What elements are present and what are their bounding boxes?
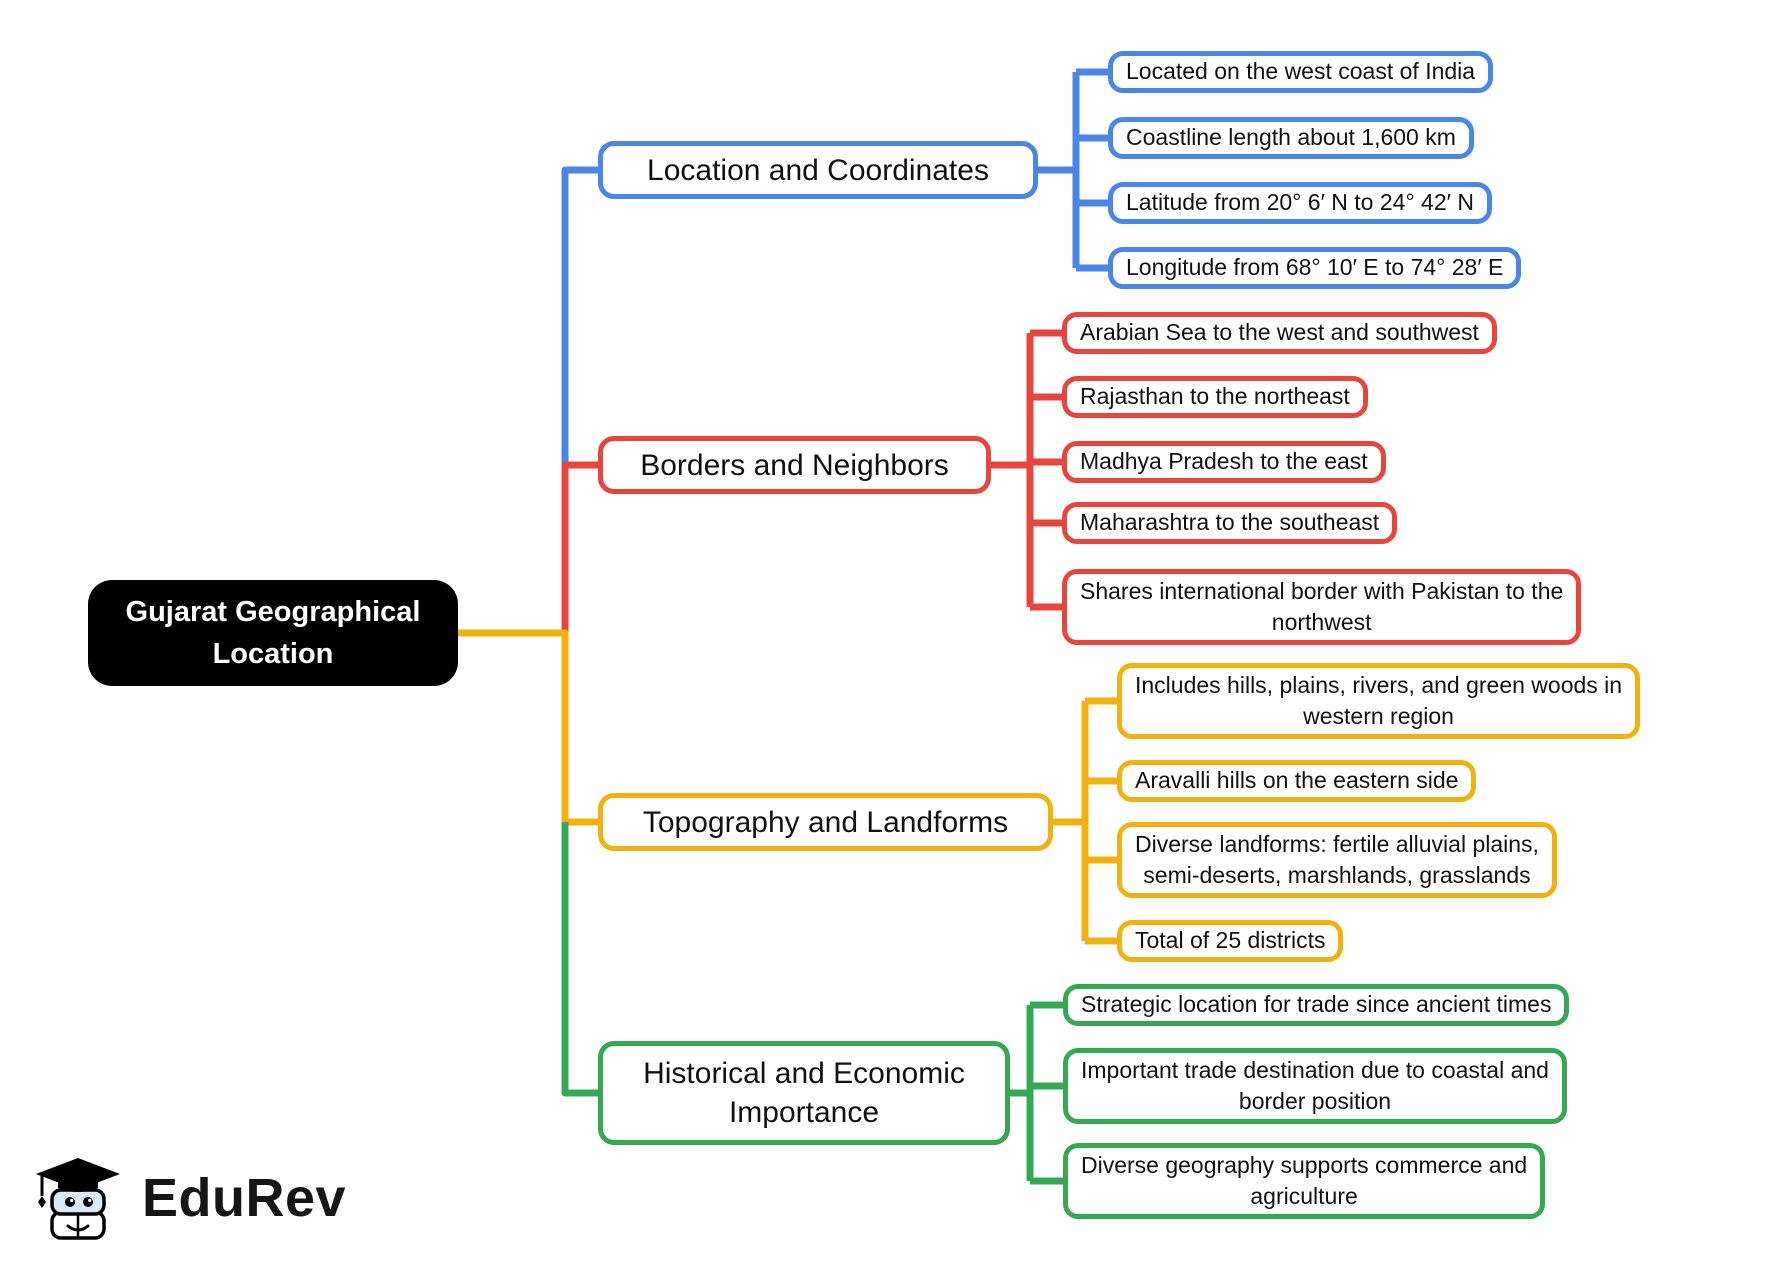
leaf-node: Aravalli hills on the eastern side [1117, 760, 1477, 802]
leaf-node: Includes hills, plains, rivers, and gree… [1117, 663, 1641, 739]
edurev-logo: EduRev [30, 1150, 346, 1246]
leaf-node: Arabian Sea to the west and southwest [1062, 312, 1497, 354]
leaf-node: Total of 25 districts [1117, 920, 1344, 962]
leaf-node: Maharashtra to the southeast [1062, 502, 1398, 544]
branch-node-borders: Borders and Neighbors [598, 436, 991, 494]
leaf-node: Strategic location for trade since ancie… [1063, 984, 1570, 1026]
leaf-node: Diverse landforms: fertile alluvial plai… [1117, 822, 1557, 898]
leaf-node: Located on the west coast of India [1108, 51, 1494, 93]
connector-branch-historical [561, 822, 1065, 1185]
leaf-node: Important trade destination due to coast… [1063, 1048, 1567, 1124]
branch-node-historical: Historical and Economic Importance [598, 1041, 1010, 1145]
leaf-node: Coastline length about 1,600 km [1108, 117, 1474, 159]
connector-branch-location [561, 68, 1110, 464]
leaf-node: Latitude from 20° 6′ N to 24° 42′ N [1108, 182, 1492, 224]
connector-branch-borders [561, 329, 1064, 633]
branch-node-location: Location and Coordinates [598, 141, 1038, 199]
leaf-node: Shares international border with Pakista… [1062, 569, 1582, 645]
leaf-node: Rajasthan to the northeast [1062, 376, 1368, 418]
branch-node-topography: Topography and Landforms [598, 793, 1053, 851]
connector-branch-topography [458, 629, 1119, 945]
leaf-node: Madhya Pradesh to the east [1062, 441, 1386, 483]
leaf-node: Diverse geography supports commerce and … [1063, 1143, 1546, 1219]
edurev-logo-icon [36, 1158, 120, 1240]
leaf-node: Longitude from 68° 10′ E to 74° 28′ E [1108, 247, 1522, 289]
edurev-logo-text: EduRev [142, 1168, 347, 1228]
central-topic-node: Gujarat Geographical Location [88, 580, 458, 686]
